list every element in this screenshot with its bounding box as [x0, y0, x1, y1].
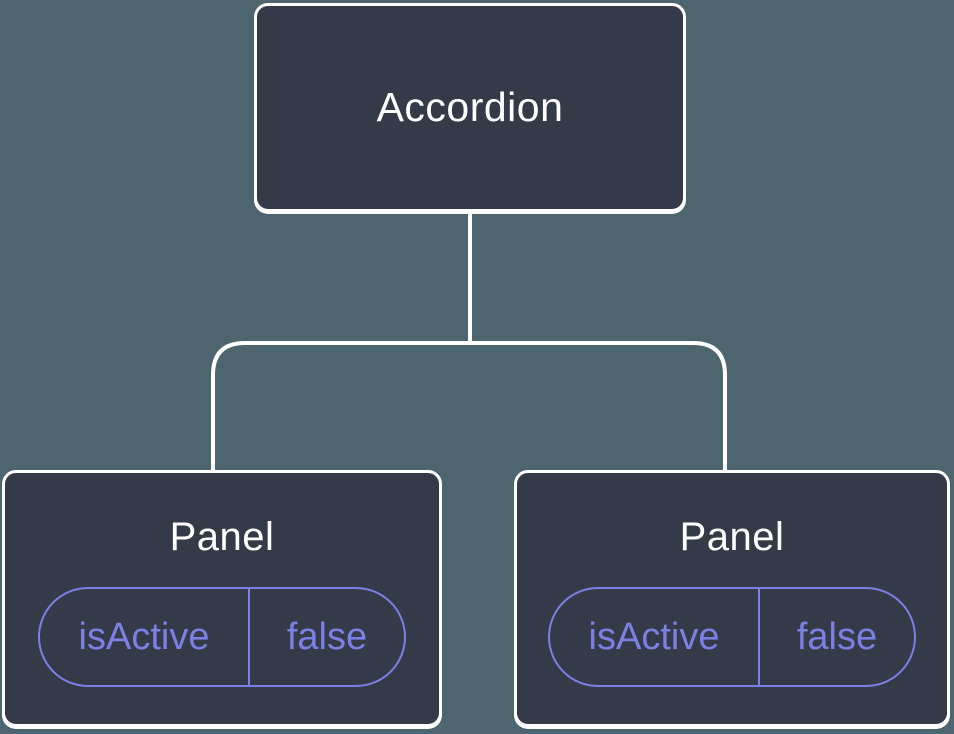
state-value: false	[796, 615, 878, 658]
state-key: isActive	[40, 589, 251, 685]
node-panel-left: Panel isActive false	[2, 470, 442, 727]
node-panel-left-label: Panel	[169, 515, 275, 559]
state-key: isActive	[550, 589, 761, 685]
node-accordion: Accordion	[254, 3, 686, 212]
node-panel-right: Panel isActive false	[514, 470, 950, 727]
node-accordion-label: Accordion	[376, 84, 564, 130]
state-pill: isActive false	[38, 587, 406, 687]
connector-branch-lines	[211, 341, 727, 476]
node-panel-right-label: Panel	[679, 515, 785, 559]
state-pill: isActive false	[548, 587, 916, 687]
state-value: false	[286, 615, 368, 658]
